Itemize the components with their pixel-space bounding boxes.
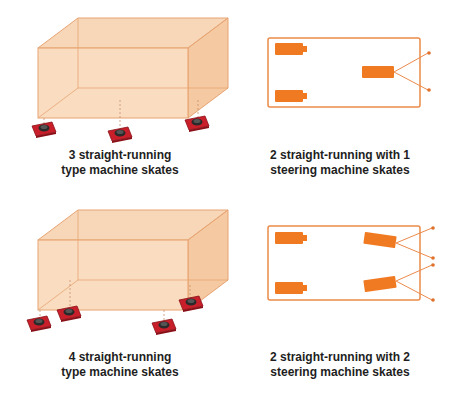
- machine-box: [32, 18, 228, 143]
- caption-label: 4 straight-running type machine skates: [45, 350, 195, 380]
- plan-view: [268, 38, 431, 107]
- machine-box: [27, 210, 228, 335]
- caption-label: 3 straight-running type machine skates: [45, 148, 195, 178]
- caption-label: 2 straight-running with 1 steering machi…: [255, 148, 425, 178]
- plan-view: [268, 226, 435, 302]
- caption-label: 2 straight-running with 2 steering machi…: [255, 350, 425, 380]
